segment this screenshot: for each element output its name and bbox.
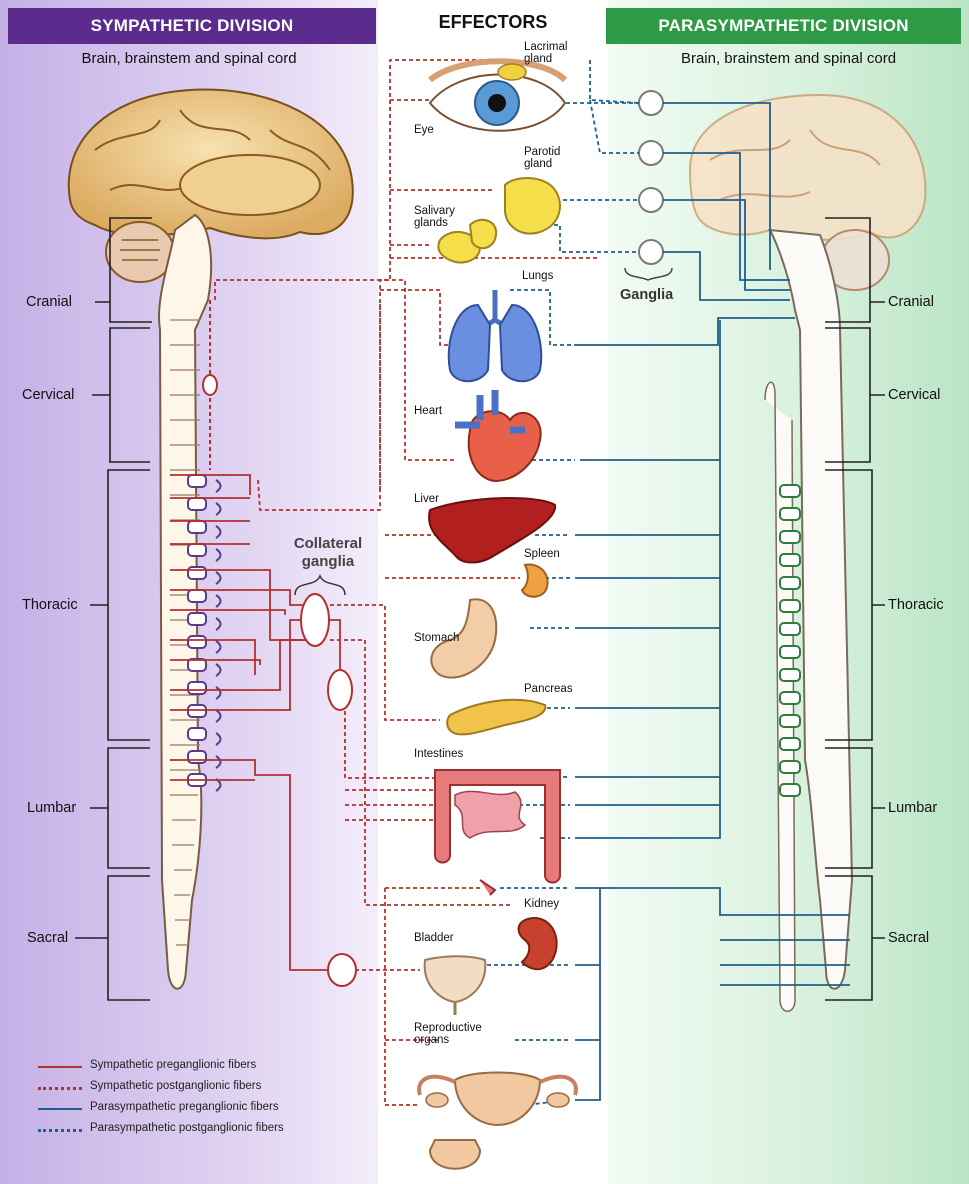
label-lacrimal-gland: Lacrimal gland (524, 41, 584, 65)
label-pancreas: Pancreas (524, 683, 573, 695)
left-cerebellum (106, 222, 174, 282)
label-salivary-glands: Salivary glands (414, 205, 462, 229)
legend-label: Parasympathetic postganglionic fibers (90, 1122, 284, 1134)
label-reproductive-organs: Reproductive organs (414, 1022, 504, 1046)
right-region-thoracic: Thoracic (888, 597, 944, 613)
legend-label: Sympathetic preganglionic fibers (90, 1059, 256, 1071)
heart-illustration (455, 390, 541, 481)
legend-label: Sympathetic postganglionic fibers (90, 1080, 261, 1092)
label-stomach: Stomach (414, 632, 459, 644)
right-region-lumbar: Lumbar (888, 800, 937, 816)
lungs-illustration (449, 290, 542, 381)
label-parotid-gland: Parotid gland (524, 146, 574, 170)
legend-sym-post-swatch (38, 1087, 82, 1090)
label-kidney: Kidney (524, 898, 559, 910)
left-region-thoracic: Thoracic (22, 597, 78, 613)
left-region-sacral: Sacral (27, 930, 68, 946)
label-ganglia: Ganglia (620, 287, 673, 303)
label-lungs: Lungs (522, 270, 553, 282)
right-spinal-cord (765, 230, 852, 1011)
ganglia-brace (625, 268, 672, 280)
right-region-cervical: Cervical (888, 387, 940, 403)
right-region-cranial: Cranial (888, 294, 934, 310)
label-bladder: Bladder (414, 932, 454, 944)
legend-para-post-swatch (38, 1129, 82, 1132)
pancreas-illustration (447, 700, 545, 735)
kidney-illustration (519, 918, 557, 969)
right-region-sacral: Sacral (888, 930, 929, 946)
left-region-cervical: Cervical (22, 387, 74, 403)
collateral-brace (295, 576, 345, 595)
left-cervical-ganglion (203, 300, 217, 470)
label-heart: Heart (414, 405, 442, 417)
label-eye: Eye (414, 124, 434, 136)
legend-label: Parasympathetic preganglionic fibers (90, 1101, 279, 1113)
reproductive-organs-illustration (419, 1073, 576, 1169)
label-intestines: Intestines (414, 748, 463, 760)
label-liver: Liver (414, 493, 439, 505)
cranial-ganglia (639, 91, 663, 264)
legend-sym-pre-swatch (38, 1066, 82, 1068)
intestines-illustration (435, 770, 560, 895)
left-region-cranial: Cranial (26, 294, 72, 310)
parotid-gland-illustration (505, 178, 560, 233)
parasympathetic-postganglionic-fibers (480, 60, 639, 1110)
label-collateral-ganglia: Collateral ganglia (283, 535, 373, 571)
bladder-illustration (425, 956, 486, 1015)
lacrimal-gland-illustration (498, 64, 526, 80)
label-spleen: Spleen (524, 548, 560, 560)
legend-para-pre-swatch (38, 1108, 82, 1110)
left-region-lumbar: Lumbar (27, 800, 76, 816)
left-region-brackets (75, 218, 152, 1000)
spleen-illustration (522, 565, 548, 597)
